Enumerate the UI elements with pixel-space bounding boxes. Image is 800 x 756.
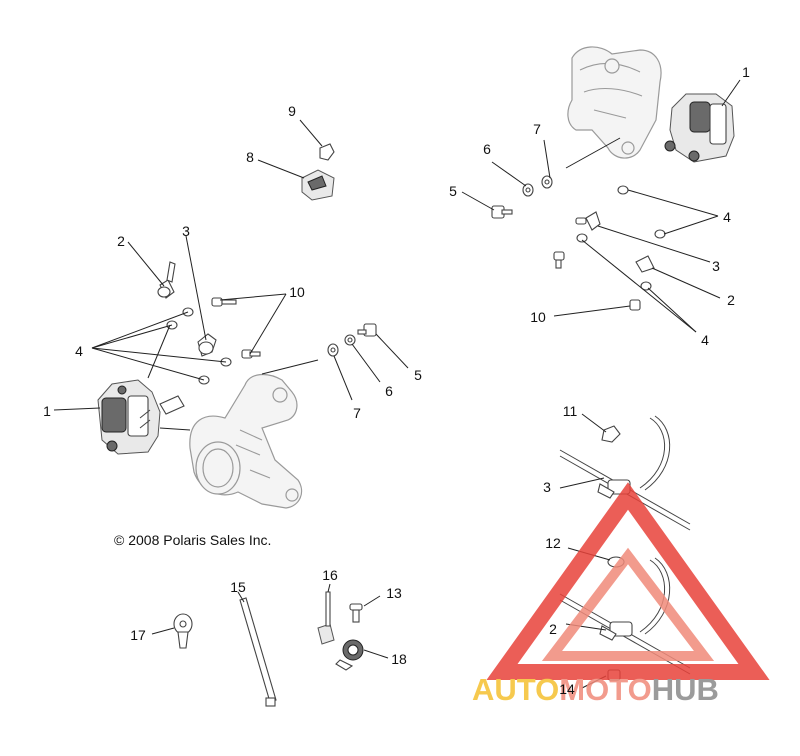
callout-right-7: 7 <box>533 121 541 137</box>
callout-right-2: 2 <box>727 292 735 308</box>
callout-11: 11 <box>563 403 578 419</box>
callout-16: 16 <box>322 567 338 583</box>
callout-left-5: 5 <box>414 367 422 383</box>
callout-left-10: 10 <box>289 284 305 300</box>
callout-13: 13 <box>386 585 402 601</box>
callout-left-1: 1 <box>43 403 51 419</box>
callout-2: 2 <box>549 621 557 637</box>
left-caliper <box>97 379 185 455</box>
callout-right-3: 3 <box>712 258 720 274</box>
callout-right-1: 1 <box>742 64 750 80</box>
callout-left-6: 6 <box>385 383 393 399</box>
watermark-logo: AUTOMOTOHUB <box>472 482 770 707</box>
callout-18: 18 <box>391 651 407 667</box>
callout-left-4: 4 <box>75 343 83 359</box>
callout-left-2: 2 <box>117 233 125 249</box>
watermark-text-auto: AUTO <box>472 672 559 707</box>
left-hardware <box>53 119 409 431</box>
watermark-text-hub: HUB <box>652 672 719 707</box>
callout-right-4b: 4 <box>701 332 709 348</box>
callout-right-5: 5 <box>449 183 457 199</box>
callout-14: 14 <box>559 681 575 697</box>
callout-12: 12 <box>545 535 561 551</box>
watermark-triangle-inner <box>541 547 715 661</box>
callout-right-4a: 4 <box>723 209 731 225</box>
callout-left-7: 7 <box>353 405 361 421</box>
watermark-triangle <box>486 482 770 680</box>
callout-left-8: 8 <box>246 149 254 165</box>
callout-left-9: 9 <box>288 103 296 119</box>
lower-small-parts <box>151 583 389 707</box>
right-hardware <box>461 137 721 333</box>
left-knuckle <box>189 374 303 509</box>
right-knuckle <box>567 46 662 159</box>
watermark-text: AUTOMOTOHUB <box>472 672 719 707</box>
callout-right-10: 10 <box>530 309 546 325</box>
callout-right-6: 6 <box>483 141 491 157</box>
callout-15: 15 <box>230 579 246 595</box>
callout-left-3: 3 <box>182 223 190 239</box>
callout-17: 17 <box>130 627 146 643</box>
watermark-text-moto: MOTO <box>559 672 651 707</box>
copyright-text: © 2008 Polaris Sales Inc. <box>114 532 271 548</box>
callout-3: 3 <box>543 479 551 495</box>
right-caliper <box>664 79 741 163</box>
callout-labels: 9 8 2 3 10 4 1 5 6 7 1 7 6 5 4 3 2 10 4 … <box>43 64 750 667</box>
